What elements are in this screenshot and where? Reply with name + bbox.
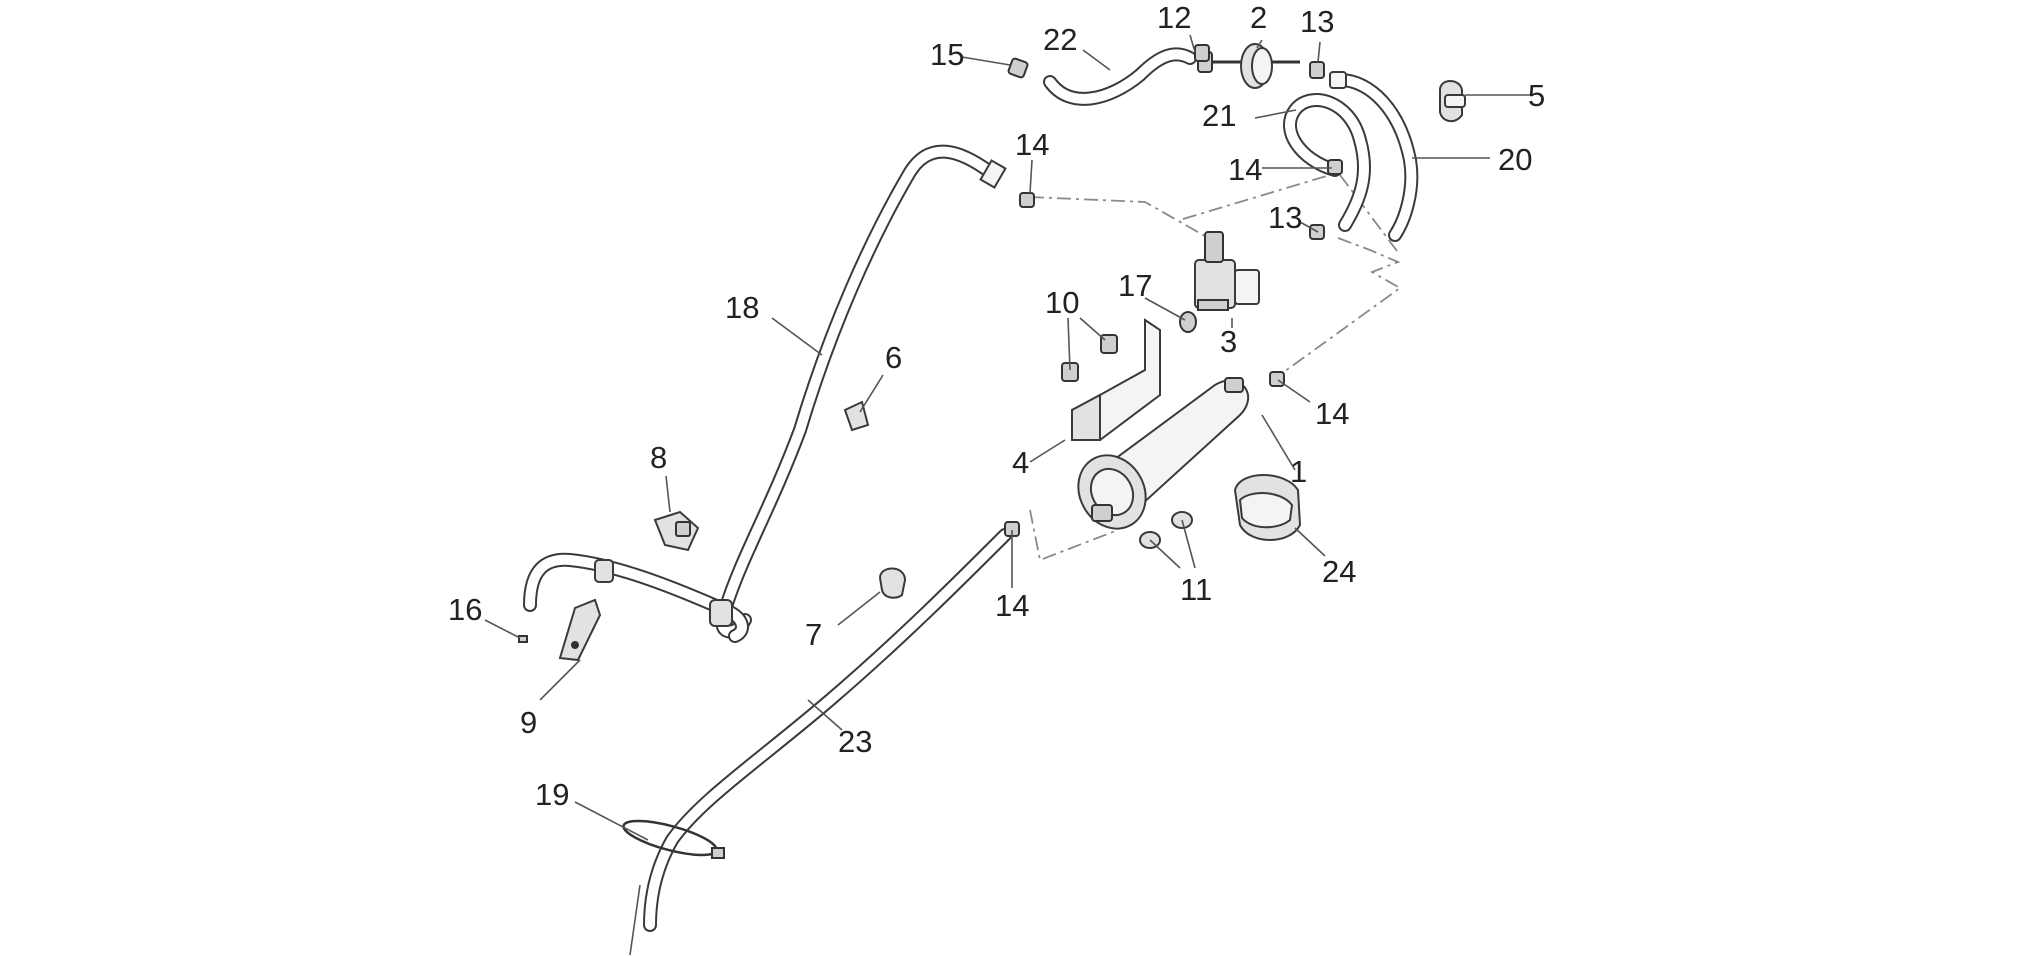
callout-16: 16 (448, 592, 482, 627)
part-7-clamp (878, 567, 907, 599)
callout-15: 15 (930, 37, 964, 72)
assembly-guide-lines (1029, 171, 1402, 562)
hose-18 (715, 144, 1007, 639)
callout-7: 7 (805, 617, 822, 652)
callout-24: 24 (1322, 554, 1356, 589)
callout-17: 17 (1118, 268, 1152, 303)
hose-16-branch (523, 552, 749, 643)
callout-3: 3 (1220, 324, 1237, 359)
callout-14-right: 14 (1315, 396, 1349, 431)
hose-23 (629, 528, 1012, 956)
part-8-connector (653, 510, 700, 552)
hose-22 (1043, 47, 1197, 106)
callout-13-mid: 13 (1268, 200, 1302, 235)
callout-11: 11 (1180, 572, 1212, 607)
part-3-solenoid (1194, 231, 1260, 311)
callout-14-bottom: 14 (995, 588, 1029, 623)
part-2-valve (1197, 43, 1300, 89)
callout-labels: 1 2 3 4 5 6 7 8 9 10 11 12 13 13 14 14 1… (448, 0, 1545, 812)
part-17-fitting (1179, 311, 1197, 333)
callout-10: 10 (1045, 285, 1079, 320)
part-24-band (1233, 474, 1302, 541)
callout-5: 5 (1528, 78, 1545, 113)
callout-23: 23 (838, 724, 872, 759)
callout-14-left: 14 (1015, 127, 1049, 162)
callout-21: 21 (1202, 98, 1236, 133)
part-19-cable-tie (622, 819, 725, 859)
part-16-screw (518, 635, 528, 643)
callout-4: 4 (1012, 445, 1029, 480)
callout-1: 1 (1290, 454, 1307, 489)
callout-19: 19 (535, 777, 569, 812)
callout-20: 20 (1498, 142, 1532, 177)
callout-12: 12 (1157, 0, 1191, 35)
callout-8: 8 (650, 440, 667, 475)
hose-20-21 (1283, 71, 1419, 242)
part-1-canister (1077, 377, 1250, 530)
part-4-bracket (1071, 318, 1161, 441)
callout-13-top: 13 (1300, 4, 1334, 39)
leader-lines (484, 34, 1532, 841)
callout-9: 9 (520, 705, 537, 740)
part-6-clip (843, 400, 870, 432)
part-5-clip (1439, 80, 1466, 123)
callout-2: 2 (1250, 0, 1267, 35)
callout-6: 6 (885, 340, 902, 375)
callout-14-mid: 14 (1228, 152, 1262, 187)
callout-18: 18 (725, 290, 759, 325)
callout-22: 22 (1043, 22, 1077, 57)
part-9-bracket (558, 598, 602, 662)
